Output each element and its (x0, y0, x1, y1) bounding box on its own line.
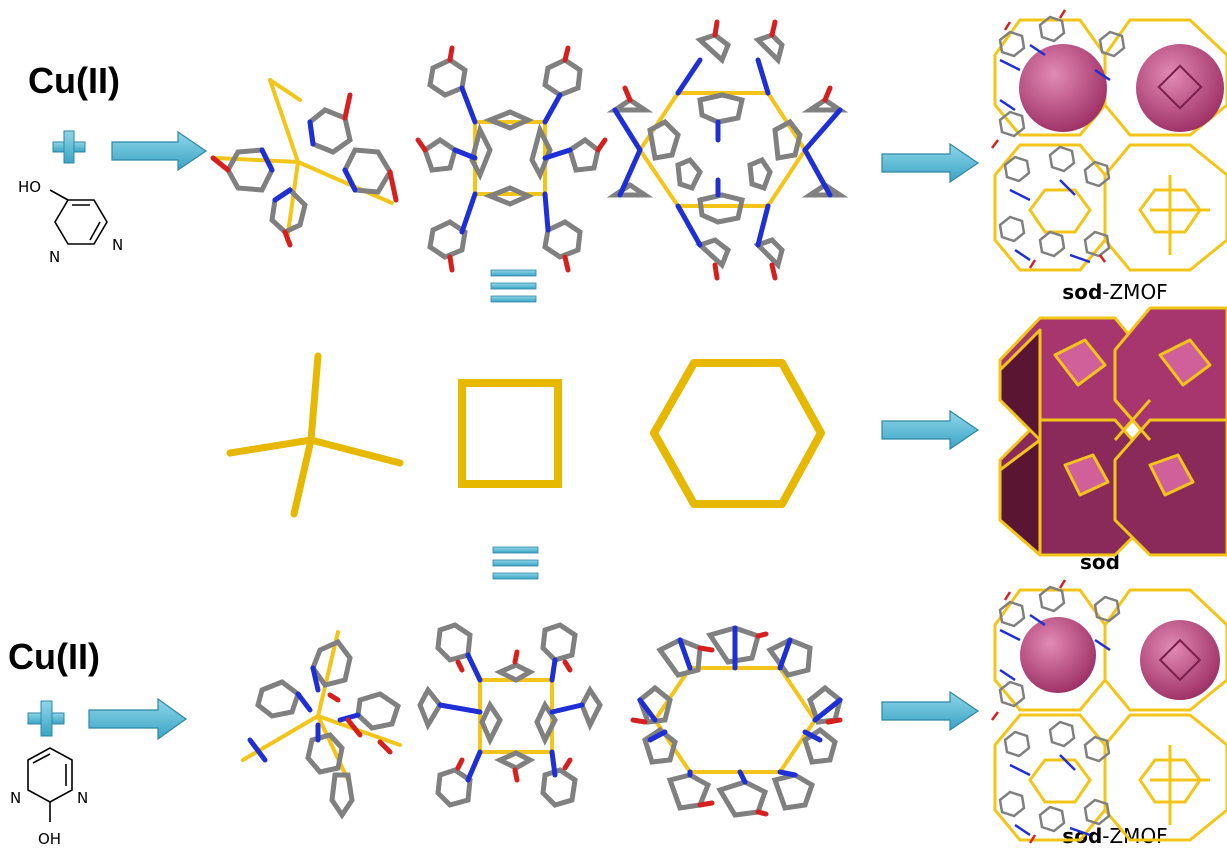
ligand-2-hydroxypyrimidine (28, 748, 72, 822)
arrow-icon-middle-right (882, 411, 978, 449)
tetrahedral-node-icon (230, 356, 400, 514)
hexagon-sbb-icon (654, 363, 821, 504)
ligand-bottom-n1: N (10, 789, 21, 807)
tetrahedral-mbb-top (213, 80, 396, 245)
plus-icon-bottom (28, 701, 64, 736)
tetrahedral-mbb-bottom (243, 632, 400, 815)
square-sbb-icon (462, 383, 558, 484)
hexagonal-mbb-bottom (633, 628, 840, 815)
arrow-icon-top-right (882, 144, 978, 182)
ligand-bottom-oh: OH (38, 830, 61, 848)
arrow-icon-bottom-right (882, 692, 978, 730)
equivalence-icon-top (491, 270, 536, 302)
sod-net-tiling (1000, 308, 1227, 555)
arrow-icon-bottom-left (89, 699, 186, 739)
ligand-top-ho: HO (18, 178, 41, 196)
equivalence-icon-bottom (493, 547, 538, 579)
sod-zmof-framework-top (992, 10, 1227, 270)
plus-icon-top (53, 131, 85, 163)
hexagonal-mbb-top (615, 22, 840, 278)
square-mbb-bottom (420, 625, 600, 805)
ligand-top-n1: N (49, 248, 60, 266)
ligand-top-n2: N (112, 236, 123, 254)
arrow-icon-top-left (112, 132, 206, 170)
sod-zmof-framework-bottom (992, 580, 1227, 843)
square-mbb-top (418, 48, 605, 270)
ligand-bottom-n2: N (77, 789, 88, 807)
ligand-4-hydroxypyrimidine (50, 190, 107, 244)
